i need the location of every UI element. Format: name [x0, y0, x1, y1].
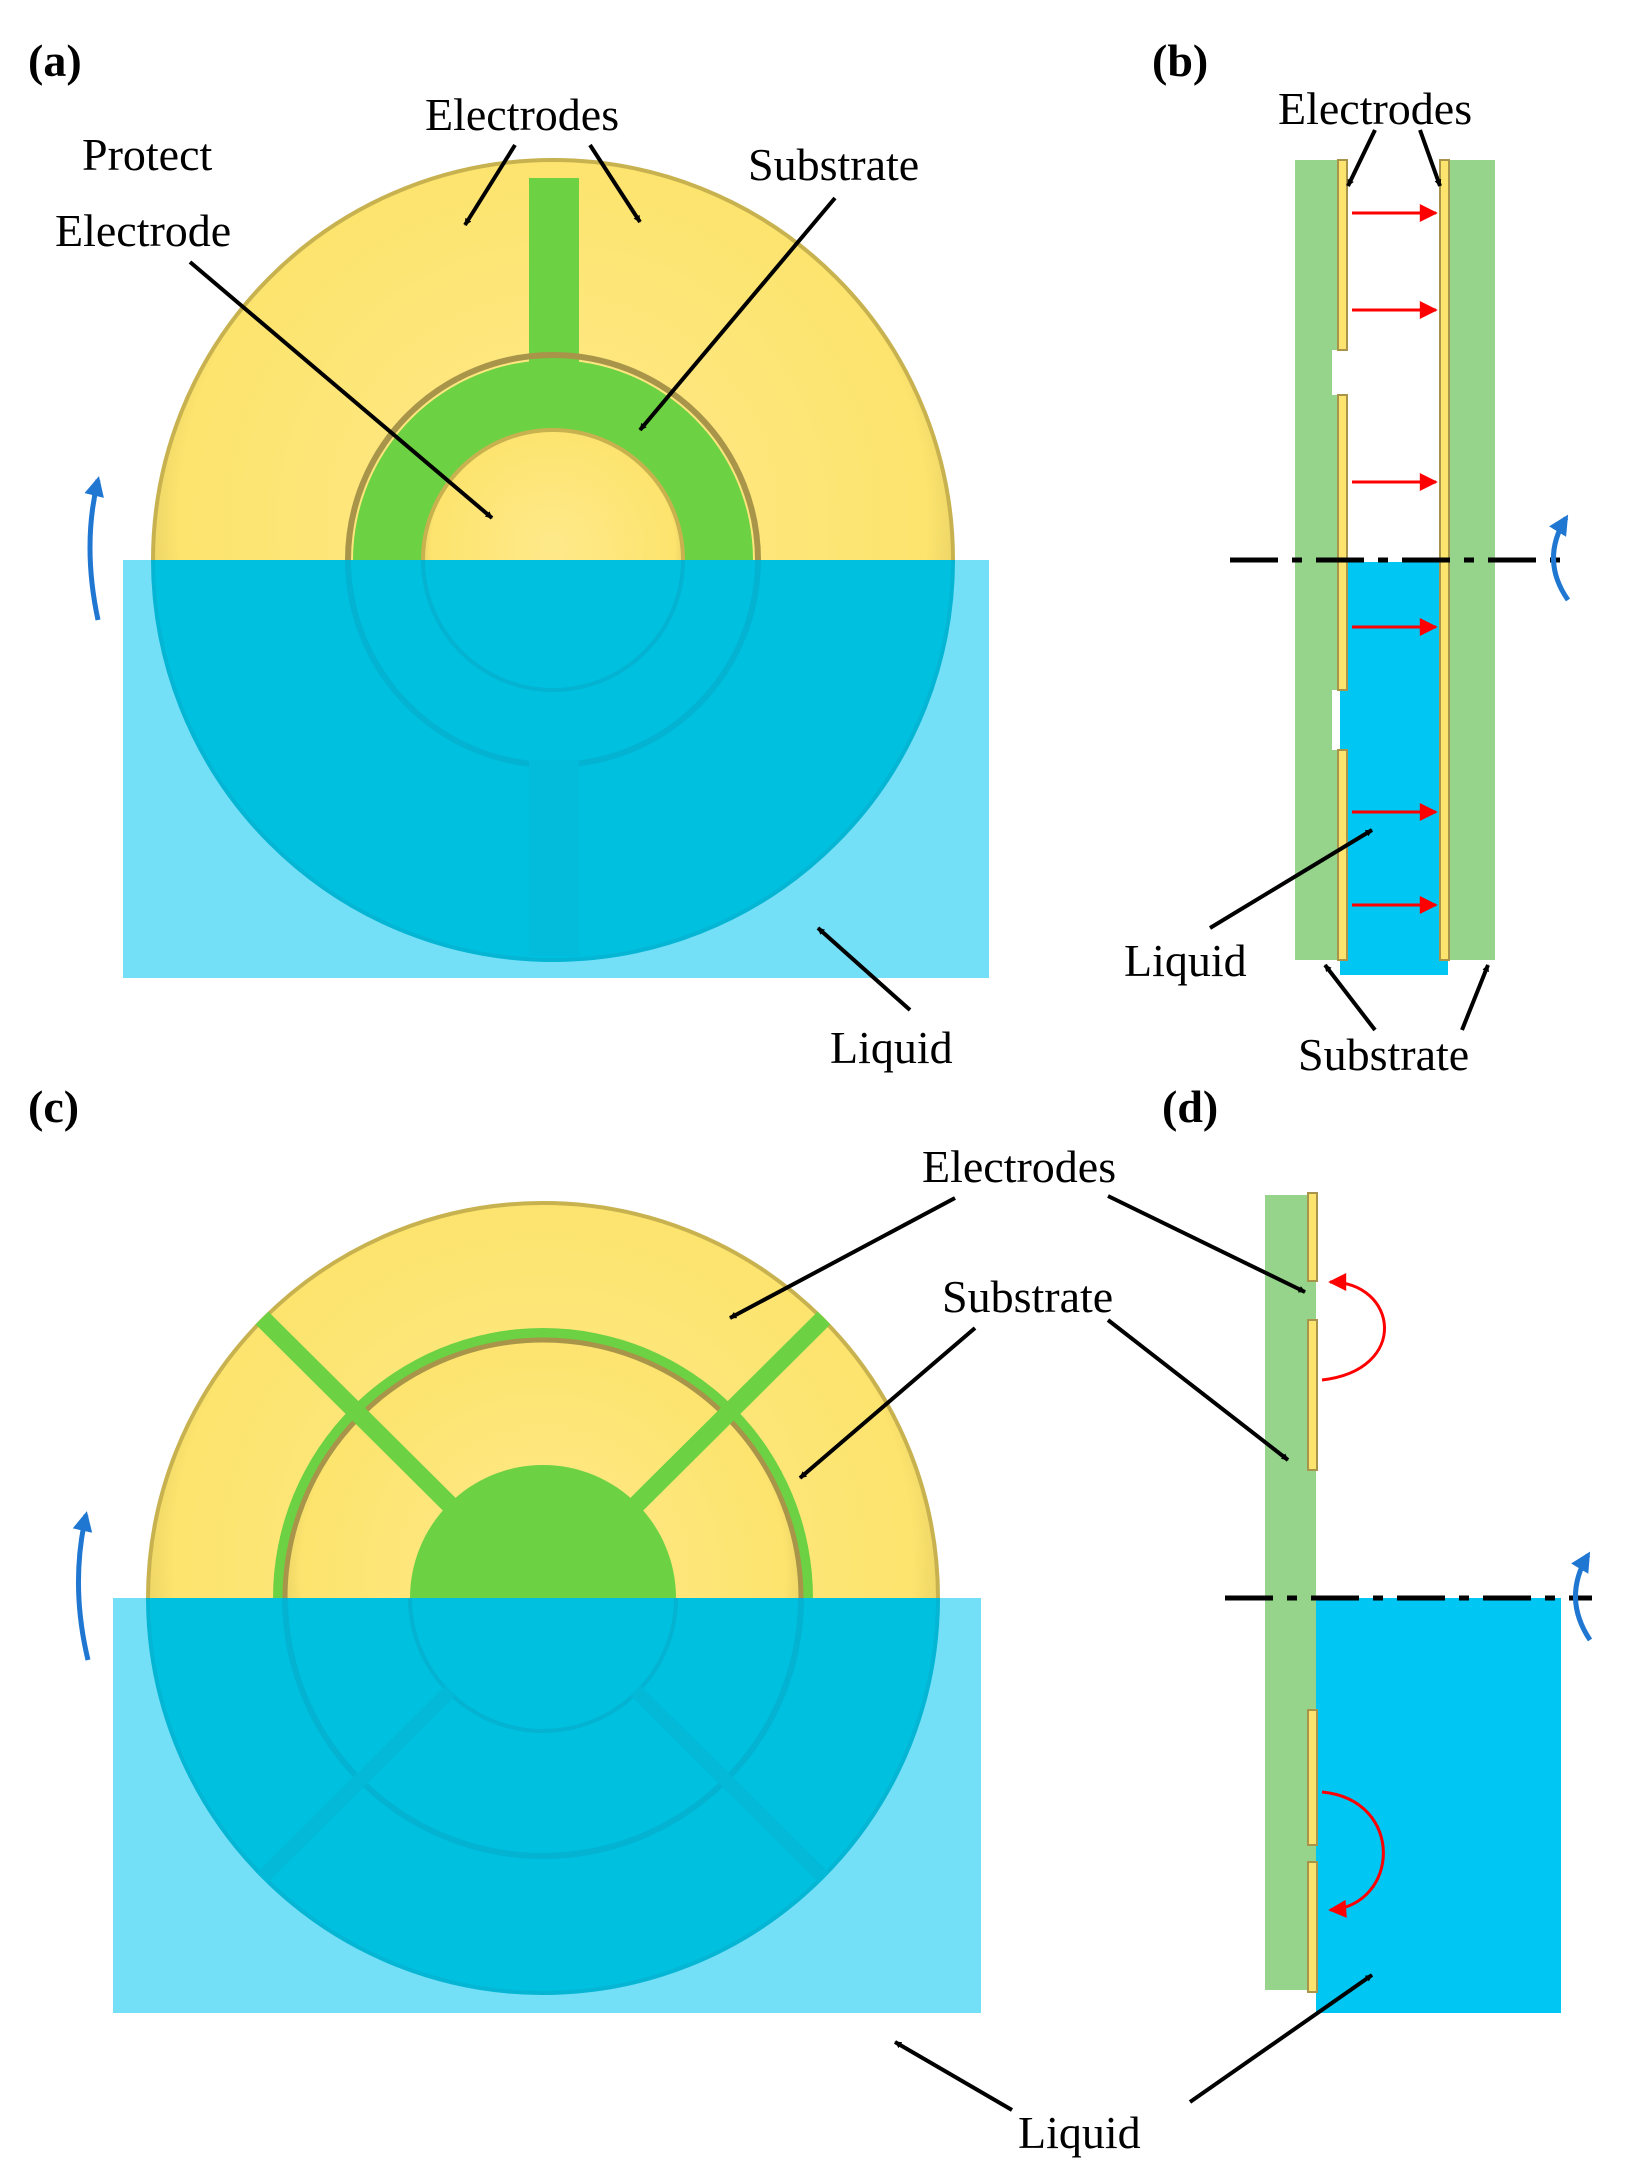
label-liquid-b: Liquid	[1124, 935, 1247, 986]
panel-c: (c)	[28, 1081, 981, 2013]
label-substrate-a: Substrate	[748, 139, 919, 190]
leader-substrate-b-left	[1323, 963, 1377, 1032]
field-arrows-b	[1352, 204, 1438, 914]
electrode-left-b-3	[1337, 749, 1348, 961]
substrate-center-c	[410, 1465, 676, 1598]
label-substrate-d: Substrate	[942, 1271, 1113, 1322]
label-electrodes-a: Electrodes	[425, 89, 619, 140]
electrode-left-b-1	[1337, 159, 1348, 351]
electric-field-arrow-icon	[1321, 1790, 1385, 1918]
liquid-tank-c	[113, 1598, 981, 2013]
label-substrate-b: Substrate	[1298, 1029, 1469, 1080]
leader-substrate-d-disc	[798, 1326, 977, 1480]
liquid-tank-d	[1316, 1598, 1561, 2013]
panel-c-disc	[146, 1201, 940, 1598]
leader-substrate-a	[638, 196, 837, 432]
label-electrodes-d: Electrodes	[922, 1141, 1116, 1192]
electrode-d-3	[1307, 1709, 1318, 1846]
leader-protect-electrode	[188, 260, 494, 520]
label-protect-1: Protect	[82, 129, 213, 180]
panel-c-letter: (c)	[28, 1081, 79, 1132]
label-electrodes-b: Electrodes	[1278, 83, 1472, 134]
panel-b: (b) Electrodes Liquid Substrate	[1124, 35, 1572, 1080]
protect-electrode-disc	[421, 428, 685, 560]
leader-liquid-d-channel	[1188, 1973, 1374, 2104]
leader-electrodes-a-left	[463, 143, 517, 227]
liquid-channel-b	[1340, 562, 1448, 975]
leader-electrodes-d-electrode	[1107, 1194, 1306, 1294]
panel-b-letter: (b)	[1152, 35, 1208, 86]
inner-ring-groove	[345, 352, 761, 560]
leader-liquid-d-tank	[893, 2040, 1014, 2112]
panel-d: (d) Electrodes Substrate Liquid	[729, 1081, 1593, 2158]
rotation-arrow-icon	[72, 1511, 93, 1661]
leader-substrate-d-bar	[1106, 1318, 1290, 1462]
rotation-arrow-icon	[84, 476, 104, 621]
electrode-d-1	[1307, 1192, 1318, 1282]
leader-liquid-b	[1208, 828, 1374, 930]
leader-electrodes-b-left	[1346, 129, 1377, 187]
leader-electrodes-a-right	[588, 143, 642, 224]
electric-field-arrow-icon	[1321, 1273, 1386, 1382]
rotation-arrow-icon	[1549, 514, 1571, 602]
label-liquid-d: Liquid	[1018, 2107, 1141, 2158]
substrate-gap-vertical	[529, 178, 579, 374]
electrode-left-b-2	[1337, 394, 1348, 691]
substrate-gap-diagonal-left	[255, 1311, 457, 1512]
panel-a: (a) Electrodes Protect Electrode Substra…	[28, 35, 989, 1073]
panel-a-letter: (a)	[28, 35, 82, 86]
label-protect-2: Electrode	[55, 205, 231, 256]
liquid-tank-a	[123, 560, 989, 978]
leader-substrate-b-right	[1460, 964, 1490, 1031]
substrate-gap-diagonal-right	[629, 1311, 831, 1512]
leader-electrodes-b-right	[1418, 129, 1442, 187]
leader-liquid-a	[816, 926, 912, 1012]
panel-a-disc	[151, 158, 955, 560]
rotation-arrow-icon	[1571, 1551, 1593, 1642]
leader-electrodes-d-disc	[729, 1196, 956, 1320]
panel-d-letter: (d)	[1162, 1081, 1218, 1132]
label-liquid-a: Liquid	[830, 1022, 953, 1073]
electrode-d-2	[1307, 1319, 1318, 1471]
electrode-d-4	[1307, 1861, 1318, 1993]
